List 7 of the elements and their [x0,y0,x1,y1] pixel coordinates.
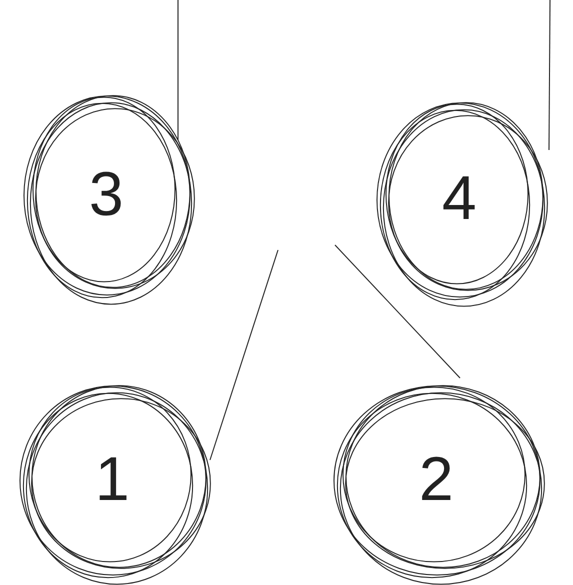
circle-number: 4 [442,168,476,230]
circle-number: 1 [95,448,130,510]
circle-number: 2 [419,448,454,510]
line [210,250,278,460]
line [548,0,550,150]
circle-number: 3 [89,164,124,226]
line [334,244,460,378]
